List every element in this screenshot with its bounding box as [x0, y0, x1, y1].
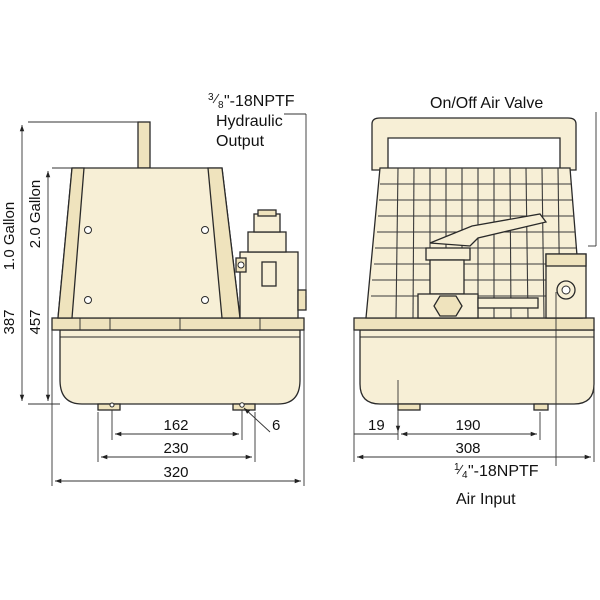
dim-6-label: 6 — [272, 417, 280, 434]
dim-230-label: 230 — [163, 440, 188, 457]
side-hydraulic-port — [297, 289, 307, 311]
dim-387-label: 387 — [1, 309, 18, 334]
side-view — [51, 121, 307, 411]
front-foot-right — [533, 403, 549, 411]
side-reservoir — [59, 329, 301, 405]
hydraulic-output-callout: 3 8 "-18NPTF Hydraulic Output — [208, 92, 295, 150]
air-input-label: Air Input — [456, 491, 516, 508]
hydraulic-thread-label: "-18NPTF — [224, 93, 295, 110]
air-thread-label: "-18NPTF — [468, 463, 539, 480]
front-dimensions — [353, 112, 597, 466]
dim-457-label: 457 — [27, 309, 44, 334]
front-flange — [353, 317, 595, 331]
hydraulic-label-line2: Hydraulic — [216, 113, 283, 130]
front-foot-left — [397, 403, 421, 411]
dim-190-label: 190 — [455, 417, 480, 434]
side-filler-pipe — [137, 121, 151, 169]
dim-308-label: 308 — [455, 440, 480, 457]
side-cover-screw — [84, 226, 92, 234]
front-pump-lever — [429, 213, 548, 247]
air-fraction-den: 4 — [462, 470, 468, 481]
side-cover-screw — [84, 296, 92, 304]
capacity-1-gallon-label: 1.0 Gallon — [1, 202, 18, 270]
dim-320-label: 320 — [163, 464, 188, 481]
dim-19-label: 19 — [368, 417, 385, 434]
hydraulic-label-line3: Output — [216, 133, 265, 150]
side-foot-left — [97, 403, 121, 411]
capacity-2-gallon-label: 2.0 Gallon — [27, 180, 44, 248]
side-dimensions — [19, 113, 307, 486]
air-input-callout: 1 4 "-18NPTF Air Input — [454, 462, 539, 508]
front-handle — [371, 117, 577, 171]
side-cover-screw — [201, 296, 209, 304]
side-cover-screw — [201, 226, 209, 234]
front-pump-head — [425, 247, 471, 261]
hydraulic-fraction-den: 8 — [218, 100, 224, 111]
side-flange — [51, 317, 305, 331]
air-fraction-num: 1 — [454, 462, 460, 473]
side-foot-hole-right — [239, 402, 245, 408]
dim-162-label: 162 — [163, 417, 188, 434]
side-foot-hole-left — [109, 402, 115, 408]
hydraulic-fraction-num: 3 — [208, 92, 214, 103]
front-reservoir — [359, 329, 595, 405]
side-pump-neck — [247, 231, 287, 253]
front-view — [353, 117, 595, 411]
on-off-air-valve-label: On/Off Air Valve — [430, 95, 543, 112]
